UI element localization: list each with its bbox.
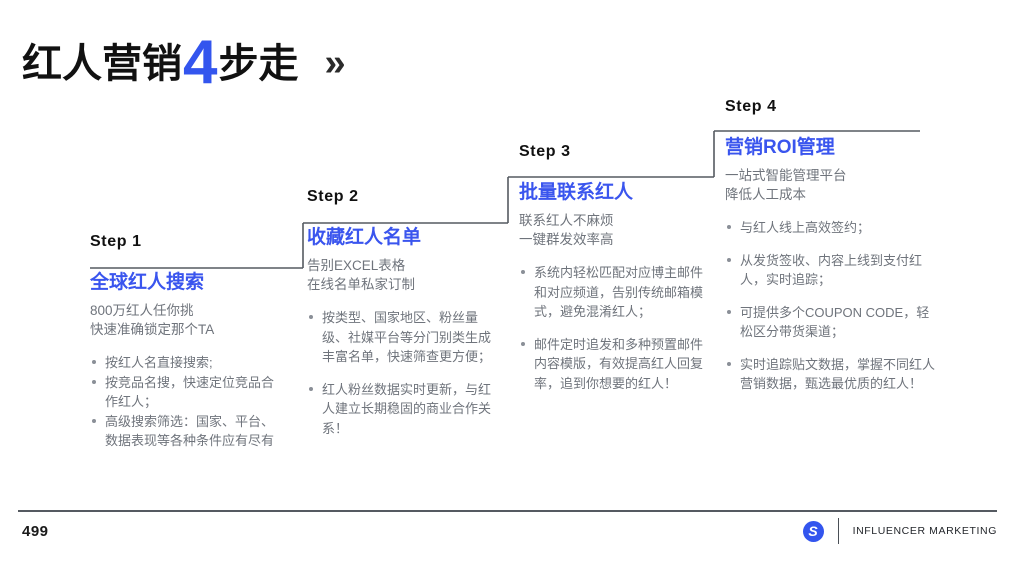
title-suffix: 步走	[218, 42, 299, 86]
step-card-2: Step 2 收藏红人名单 告别EXCEL表格 在线名单私家订制 按类型、国家地…	[307, 188, 502, 451]
title-prefix: 红人营销	[22, 42, 182, 86]
step-title-3: 批量联系红人	[519, 182, 634, 203]
step-bullets-2: 按类型、国家地区、粉丝量级、社媒平台等分门别类生成丰富名单，快速筛查更方便； 红…	[307, 308, 502, 438]
step-subtitle-4: 一站式智能管理平台 降低人工成本	[725, 168, 847, 203]
double-chevron-right-icon: »	[324, 42, 346, 84]
step-bullets-1: 按红人名直接搜索; 按竞品名搜，快速定位竞品合作红人； 高级搜索筛选：国家、平台…	[90, 353, 285, 451]
step-subtitle-1: 800万红人任你挑 快速准确锁定那个TA	[90, 303, 215, 338]
list-item: 实时追踪贴文数据，掌握不同红人营销数据，甄选最优质的红人！	[725, 355, 940, 394]
step-title-1: 全球红人搜索	[90, 272, 205, 293]
list-item: 高级搜索筛选：国家、平台、数据表现等各种条件应有尽有	[90, 412, 285, 451]
page-number: 499	[22, 523, 49, 540]
list-item: 与红人线上高效签约；	[725, 218, 940, 238]
step-title-2: 收藏红人名单	[307, 227, 422, 248]
list-item: 按类型、国家地区、粉丝量级、社媒平台等分门别类生成丰富名单，快速筛查更方便；	[307, 308, 502, 367]
brand-block: S INFLUENCER MARKETING	[802, 518, 997, 544]
list-item: 系统内轻松匹配对应博主邮件和对应频道，告别传统邮箱模式，避免混淆红人；	[519, 263, 709, 322]
step-subtitle-3: 联系红人不麻烦 一键群发效率高	[519, 213, 614, 248]
brand-divider	[837, 518, 839, 544]
list-item: 从发货签收、内容上线到支付红人，实时追踪；	[725, 251, 940, 290]
step-label-3: Step 3	[519, 143, 571, 160]
step-subtitle-2: 告别EXCEL表格 在线名单私家订制	[307, 258, 415, 293]
step-card-1: Step 1 全球红人搜索 800万红人任你挑 快速准确锁定那个TA 按红人名直…	[90, 233, 285, 451]
step-bullets-4: 与红人线上高效签约； 从发货签收、内容上线到支付红人，实时追踪； 可提供多个CO…	[725, 218, 940, 394]
page-title: 红人营销 4 步走 »	[22, 26, 346, 94]
list-item: 按红人名直接搜索;	[90, 353, 285, 373]
brand-name: INFLUENCER MARKETING	[852, 525, 997, 537]
step-bullets-3: 系统内轻松匹配对应博主邮件和对应频道，告别传统邮箱模式，避免混淆红人； 邮件定时…	[519, 263, 709, 393]
brand-logo-icon: S	[802, 520, 824, 542]
footer-divider	[18, 510, 997, 512]
step-title-4: 营销ROI管理	[725, 137, 835, 158]
list-item: 可提供多个COUPON CODE，轻松区分带货渠道；	[725, 303, 940, 342]
title-number: 4	[183, 28, 218, 97]
list-item: 邮件定时追发和多种预置邮件内容模版，有效提高红人回复率，追到你想要的红人！	[519, 335, 709, 394]
list-item: 红人粉丝数据实时更新，与红人建立长期稳固的商业合作关系！	[307, 380, 502, 439]
step-label-1: Step 1	[90, 233, 142, 250]
footer: 499 S INFLUENCER MARKETING	[0, 516, 1015, 556]
step-card-4: Step 4 营销ROI管理 一站式智能管理平台 降低人工成本 与红人线上高效签…	[725, 98, 940, 407]
step-card-3: Step 3 批量联系红人 联系红人不麻烦 一键群发效率高 系统内轻松匹配对应博…	[519, 143, 709, 406]
step-label-2: Step 2	[307, 188, 359, 205]
list-item: 按竞品名搜，快速定位竞品合作红人；	[90, 373, 285, 412]
step-label-4: Step 4	[725, 98, 777, 115]
